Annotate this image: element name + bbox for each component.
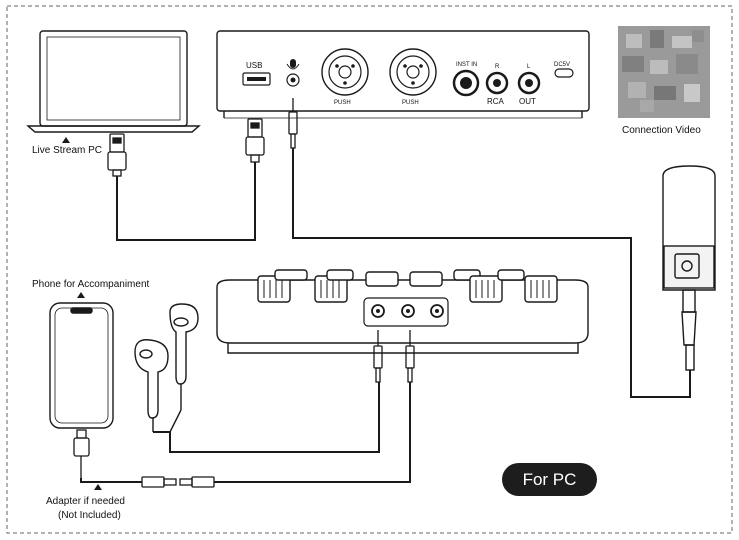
usb-cable-line xyxy=(116,162,256,241)
push-left-label: PUSH xyxy=(334,100,351,106)
phone-icon xyxy=(49,302,114,429)
adapter-label-line1: Adapter if needed xyxy=(46,496,125,507)
arrow-live-stream-pc xyxy=(62,137,70,143)
laptop-icon xyxy=(26,30,201,133)
xlr-jack-left xyxy=(321,48,369,96)
knob-row xyxy=(257,269,558,303)
connection-video-qr-image xyxy=(618,26,710,118)
adapter-cable-line xyxy=(80,478,142,483)
mic-cable-line xyxy=(292,148,691,398)
l-label: L xyxy=(527,64,531,70)
microphone-icon xyxy=(662,165,716,371)
front-jacks xyxy=(371,304,444,318)
aux-cable-line xyxy=(214,382,411,483)
connection-video-label: Connection Video xyxy=(622,125,701,136)
for-pc-badge: For PC xyxy=(502,463,597,496)
arrow-phone xyxy=(77,292,85,298)
live-stream-pc-label: Live Stream PC xyxy=(32,145,103,156)
front-jack-panel xyxy=(363,297,449,327)
earphone-cable-line xyxy=(153,382,380,453)
front-plug-left xyxy=(373,330,383,383)
rca-r-jack xyxy=(485,71,509,95)
dc5v-label: DC5V xyxy=(554,62,570,68)
rca-l-jack xyxy=(517,71,541,95)
knob-grooves xyxy=(263,280,550,298)
mic-jack xyxy=(286,73,300,87)
arrow-adapter xyxy=(94,484,102,490)
r-label: R xyxy=(495,64,500,70)
adapter-label-line2: (Not Included) xyxy=(58,510,121,521)
out-label: OUT xyxy=(519,97,536,106)
earphone-cable-branch xyxy=(169,409,182,433)
dc5v-port xyxy=(554,68,574,78)
aux-cable xyxy=(141,476,215,488)
xlr-jack-right xyxy=(389,48,437,96)
usb-port xyxy=(242,72,271,86)
lightning-adapter xyxy=(73,429,90,478)
usb-cable-laptop xyxy=(107,133,127,177)
inst-in-jack xyxy=(452,69,480,97)
inst-in-label: INST IN xyxy=(456,62,477,68)
bottom-device-front-panel xyxy=(216,279,589,354)
earphones-icon xyxy=(134,303,199,432)
dashed-border xyxy=(6,5,733,534)
push-right-label: PUSH xyxy=(402,100,419,106)
front-plug-right xyxy=(405,330,415,383)
usb-cable-device xyxy=(245,118,265,163)
mic-icon xyxy=(286,59,300,70)
rca-label: RCA xyxy=(487,97,505,106)
top-device-back-panel xyxy=(216,30,590,119)
usb-port-inner xyxy=(247,77,266,81)
usb-label: USB xyxy=(246,61,262,70)
mic-plug-top xyxy=(288,98,298,149)
phone-for-accompaniment-label: Phone for Accompaniment xyxy=(32,279,150,290)
